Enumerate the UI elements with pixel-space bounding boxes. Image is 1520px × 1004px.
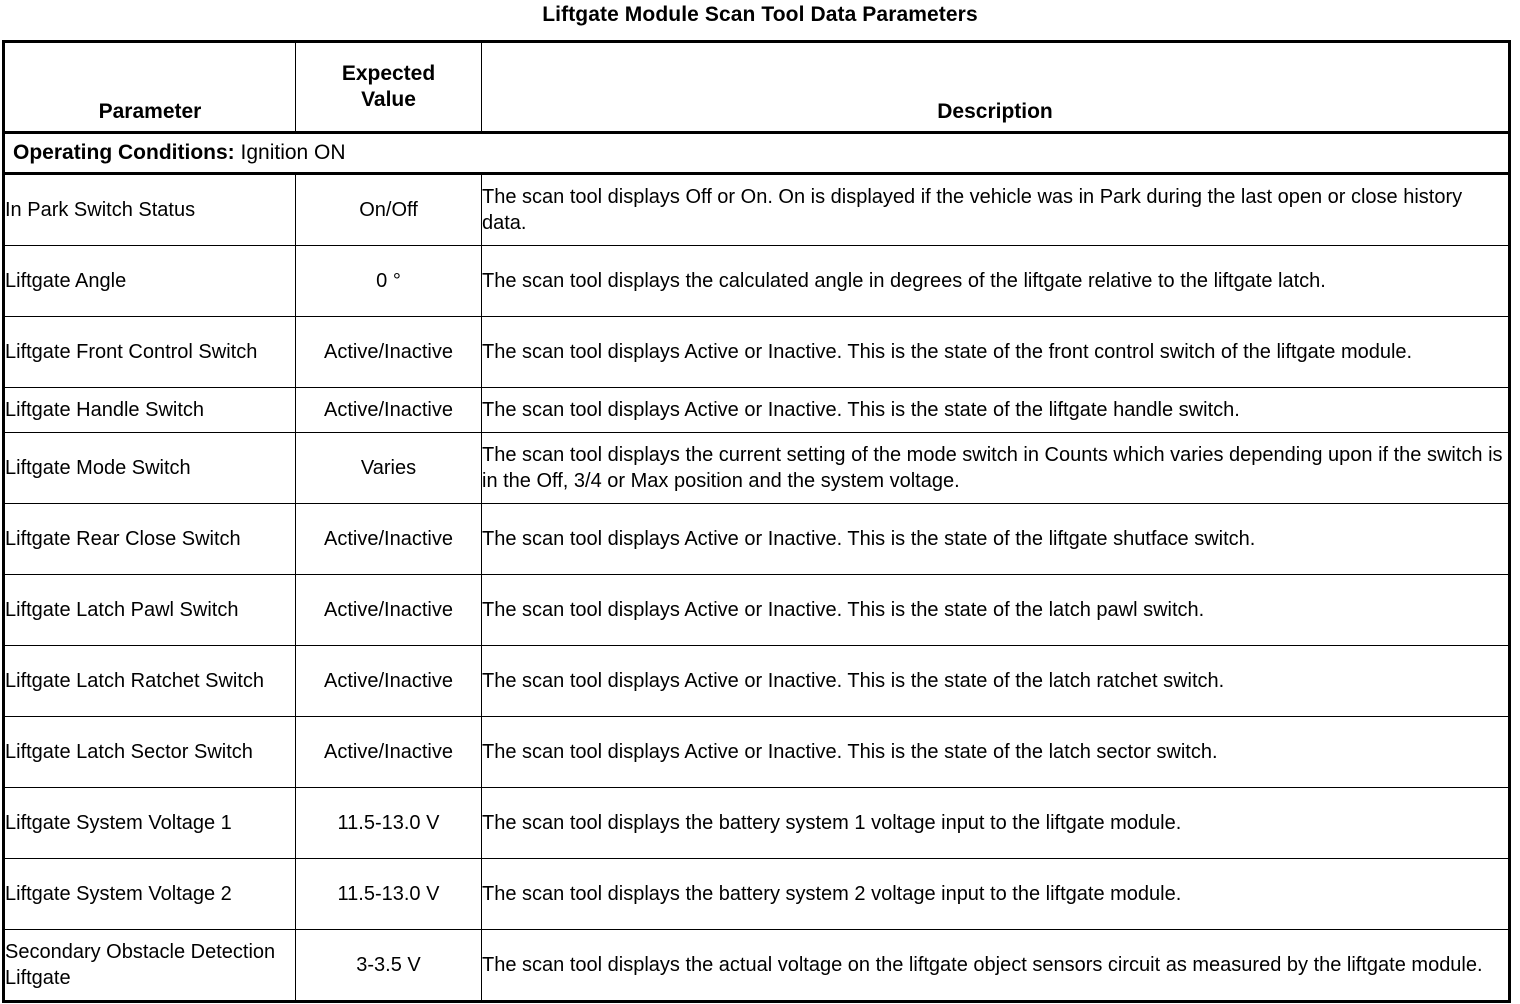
- cell-expected-value: Active/Inactive: [295, 645, 482, 717]
- cell-description: The scan tool displays Off or On. On is …: [481, 173, 1510, 246]
- cell-expected-value: Varies: [295, 432, 482, 504]
- column-header-expected-value-line1: Expected: [341, 62, 436, 85]
- column-header-description: Description: [481, 41, 1510, 134]
- cell-expected-value: 11.5-13.0 V: [295, 787, 482, 859]
- cell-expected-value: Active/Inactive: [295, 316, 482, 388]
- operating-conditions-row: Operating Conditions: Ignition ON: [3, 132, 1510, 175]
- cell-expected-value: 0 °: [295, 245, 482, 317]
- cell-expected-value: Active/Inactive: [295, 387, 482, 433]
- header-row: Parameter Expected Value Description: [3, 41, 1510, 134]
- table-header: Parameter Expected Value Description: [3, 41, 1510, 134]
- cell-parameter: Liftgate Front Control Switch: [3, 316, 296, 388]
- cell-description: The scan tool displays the actual voltag…: [481, 929, 1510, 1002]
- cell-parameter: Secondary Obstacle Detection Liftgate: [3, 929, 296, 1002]
- cell-parameter: In Park Switch Status: [3, 173, 296, 246]
- cell-parameter: Liftgate Handle Switch: [3, 387, 296, 433]
- cell-description: The scan tool displays Active or Inactiv…: [481, 387, 1510, 433]
- cell-description: The scan tool displays the battery syste…: [481, 858, 1510, 930]
- cell-description: The scan tool displays Active or Inactiv…: [481, 503, 1510, 575]
- column-header-expected-value: Expected Value: [295, 41, 482, 134]
- cell-expected-value: On/Off: [295, 173, 482, 246]
- table-body: Operating Conditions: Ignition ON In Par…: [3, 132, 1510, 1002]
- cell-description: The scan tool displays Active or Inactiv…: [481, 574, 1510, 646]
- cell-expected-value: Active/Inactive: [295, 503, 482, 575]
- cell-description: The scan tool displays Active or Inactiv…: [481, 645, 1510, 717]
- operating-conditions-label: Operating Conditions:: [13, 141, 235, 164]
- operating-conditions-cell: Operating Conditions: Ignition ON: [3, 132, 1510, 175]
- cell-parameter: Liftgate Latch Sector Switch: [3, 716, 296, 788]
- parameters-table-container: Parameter Expected Value Description Ope…: [2, 40, 1511, 1003]
- cell-parameter: Liftgate Latch Ratchet Switch: [3, 645, 296, 717]
- cell-parameter: Liftgate Latch Pawl Switch: [3, 574, 296, 646]
- cell-expected-value: Active/Inactive: [295, 716, 482, 788]
- column-header-parameter: Parameter: [3, 41, 296, 134]
- cell-description: The scan tool displays Active or Inactiv…: [481, 716, 1510, 788]
- column-header-expected-value-line2: Value: [361, 88, 416, 111]
- cell-expected-value: Active/Inactive: [295, 574, 482, 646]
- cell-parameter: Liftgate Mode Switch: [3, 432, 296, 504]
- cell-parameter: Liftgate Rear Close Switch: [3, 503, 296, 575]
- cell-description: The scan tool displays Active or Inactiv…: [481, 316, 1510, 388]
- cell-expected-value: 11.5-13.0 V: [295, 858, 482, 930]
- cell-description: The scan tool displays the calculated an…: [481, 245, 1510, 317]
- cell-parameter: Liftgate System Voltage 2: [3, 858, 296, 930]
- cell-expected-value: 3-3.5 V: [295, 929, 482, 1002]
- operating-conditions-value: Ignition ON: [240, 141, 346, 164]
- cell-description: The scan tool displays the current setti…: [481, 432, 1510, 504]
- page-title: Liftgate Module Scan Tool Data Parameter…: [542, 3, 978, 26]
- parameters-table: Parameter Expected Value Description Ope…: [2, 40, 1511, 1003]
- cell-description: The scan tool displays the battery syste…: [481, 787, 1510, 859]
- cell-parameter: Liftgate System Voltage 1: [3, 787, 296, 859]
- cell-parameter: Liftgate Angle: [3, 245, 296, 317]
